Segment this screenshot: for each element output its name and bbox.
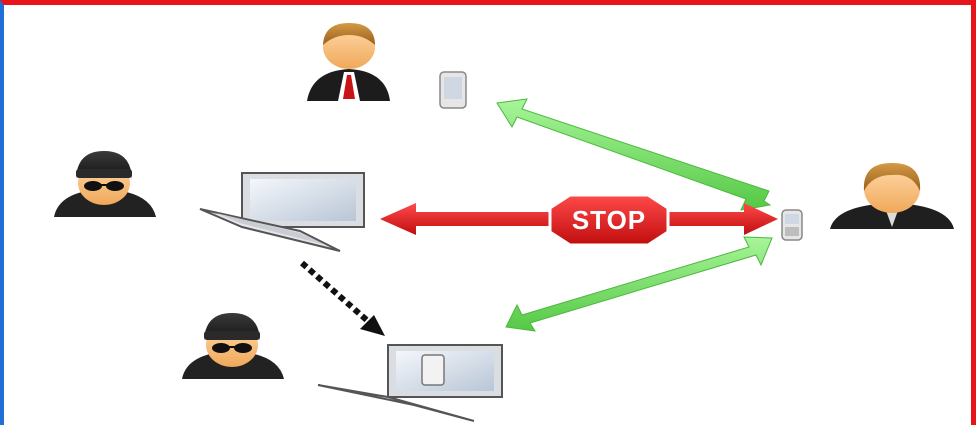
smartphone-icon xyxy=(440,72,466,108)
businessman-icon xyxy=(307,23,390,101)
laptop-icon xyxy=(318,345,502,421)
stop-sign: STOP xyxy=(550,195,668,245)
stop-label: STOP xyxy=(572,205,646,235)
hacker-icon xyxy=(54,151,156,217)
dashed-arrow xyxy=(302,263,385,336)
laptop-icon xyxy=(200,173,364,251)
person-icon xyxy=(830,163,954,229)
allowed-arrow-top xyxy=(497,99,770,210)
allowed-arrow-bottom xyxy=(506,237,772,331)
diagram-canvas: STOP xyxy=(4,5,976,430)
mobile-phone-icon xyxy=(782,210,802,240)
hacker-icon xyxy=(182,313,284,379)
smartphone-icon xyxy=(422,355,444,385)
